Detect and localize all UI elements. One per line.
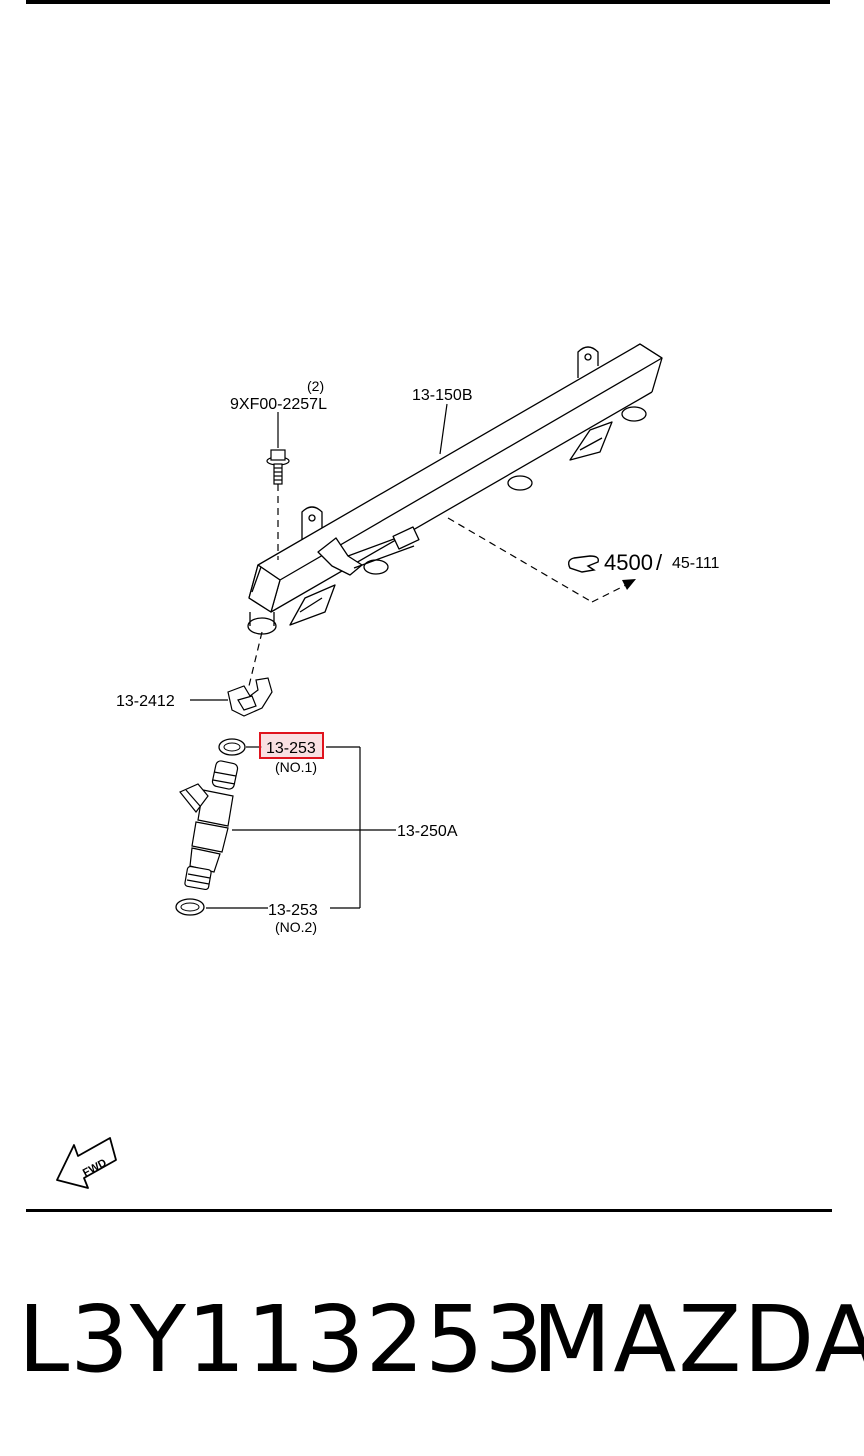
callout-fuel-rail: 13-150B <box>412 387 473 404</box>
highlight-box <box>259 732 324 759</box>
oring-bottom <box>175 898 205 916</box>
reference-hand-icon <box>567 555 600 573</box>
callout-ref-sub: 45-111 <box>672 555 720 572</box>
ref-arrowhead <box>622 579 636 590</box>
injector-clip <box>227 677 273 717</box>
callout-bolt-qty: (2) <box>307 378 324 394</box>
callout-clip: 13-2412 <box>116 693 175 710</box>
callout-injector: 13-250A <box>397 823 458 840</box>
top-border <box>26 0 830 4</box>
fwd-arrow-icon: FWD <box>56 1137 117 1189</box>
bottom-divider <box>26 1209 832 1212</box>
callout-ref-num: 4500 <box>604 550 653 575</box>
oring-top <box>218 738 246 756</box>
callout-oring-top: 13-253 <box>266 740 316 757</box>
callout-bolt-part: 9XF00-2257L <box>230 396 327 413</box>
caption-brand: MAZDA <box>532 1286 864 1393</box>
callout-oring-bottom: 13-253 <box>268 902 318 919</box>
caption-bar: L3Y113253 MAZDA <box>0 1280 864 1400</box>
caption-part-number: L3Y113253 <box>18 1286 545 1393</box>
callout-oring-top-note: (NO.1) <box>275 759 317 775</box>
bolt-part <box>266 449 290 485</box>
fuel-rail <box>247 343 663 635</box>
callout-ref-slash: / <box>656 550 663 575</box>
leader-lines <box>190 403 629 909</box>
fuel-injector <box>179 760 239 891</box>
callout-oring-bottom-note: (NO.2) <box>275 919 317 935</box>
